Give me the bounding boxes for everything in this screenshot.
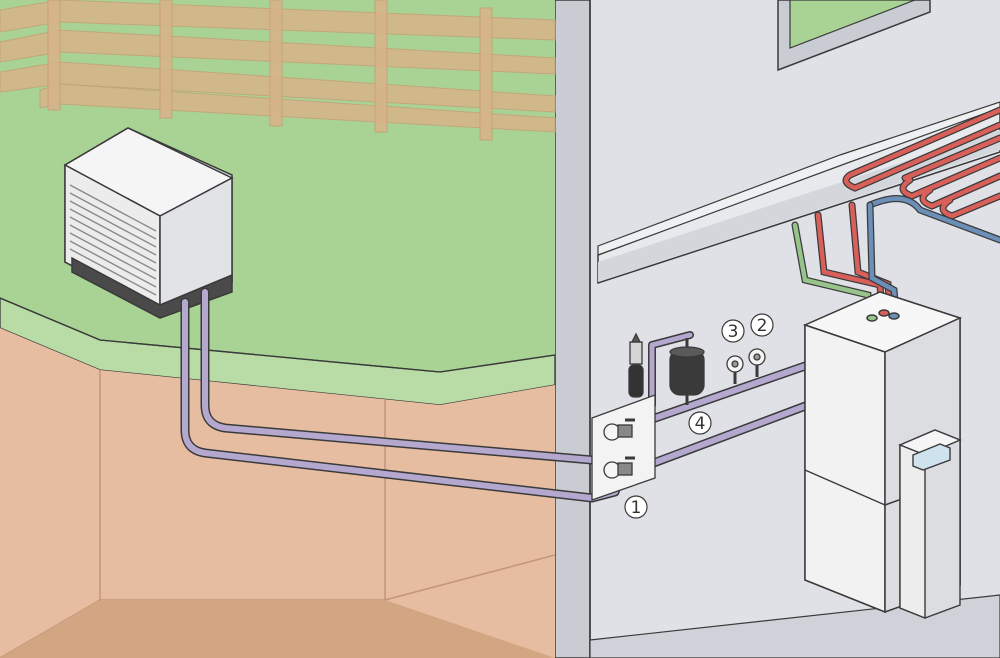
callout-4: 4 (688, 411, 712, 435)
control-panel-icon (591, 394, 656, 501)
callout-2: 2 (750, 313, 774, 337)
soil-floor (0, 600, 555, 658)
outdoor-unit-icon (63, 127, 234, 319)
window (777, 0, 931, 72)
refrigerant-pipes (180, 287, 813, 503)
callout-2-label: 2 (757, 316, 768, 336)
valve-icon (603, 418, 635, 479)
interior-floor (589, 594, 1000, 658)
callout-4-label: 4 (695, 414, 706, 434)
callout-3-label: 3 (728, 322, 739, 342)
callout-1: 1 (624, 495, 648, 519)
wall-section-edge (554, 0, 591, 658)
safety-valve-icon (628, 332, 644, 398)
callout-3: 3 (721, 319, 745, 343)
floor-heating-coil-icon (842, 106, 1000, 244)
fence-icon (0, 0, 556, 141)
controller-unit-icon (898, 429, 962, 620)
soil-section (0, 328, 555, 658)
expansion-vessel-icon (669, 338, 705, 405)
callout-1-label: 1 (631, 498, 642, 518)
gauge-icon (726, 348, 766, 384)
